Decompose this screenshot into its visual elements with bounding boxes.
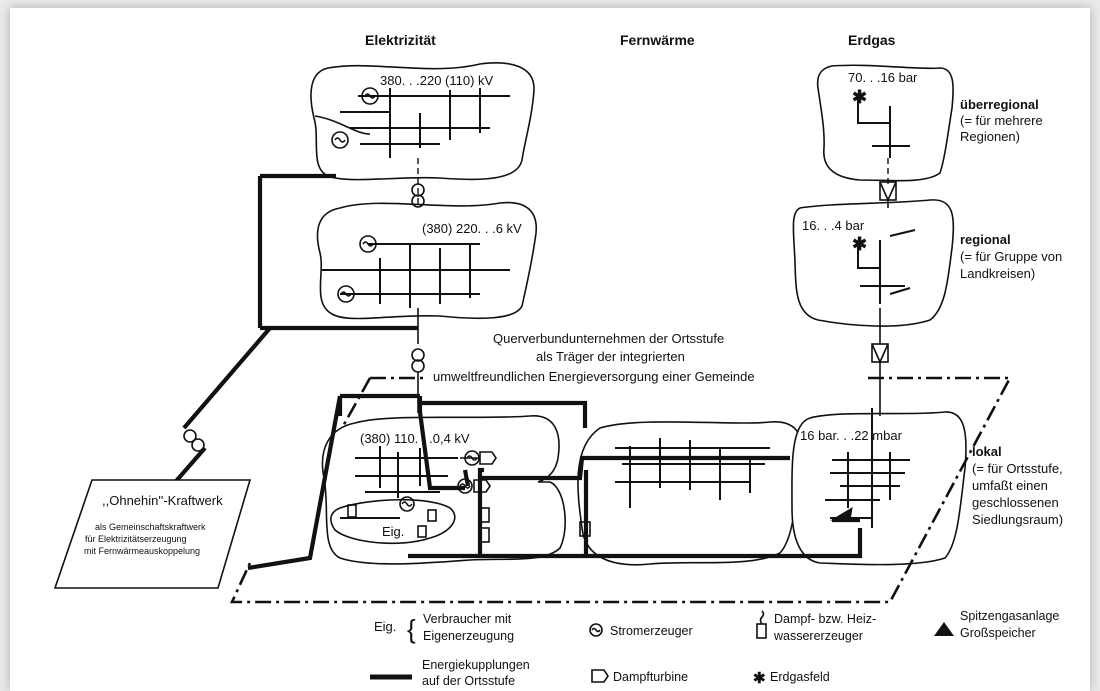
gas-supraregional-region: 70. . .16 bar ✱ [816,64,954,182]
legend-coupling-line-2: auf der Ortsstufe [422,674,515,688]
legend-generator: Stromerzeuger [610,624,693,638]
transformer-icon [183,429,205,452]
legend-peak-line-1: Spitzengasanlage [960,609,1059,623]
meter-icon [871,343,889,364]
legend-eig-abbr: Eig. [374,619,396,634]
legend-steam-line-2: wassererzeuger [773,629,863,643]
legend-peak-line-2: Großspeicher [960,626,1036,640]
pressure-local: 16 bar. . .22 mbar [800,428,903,443]
local-boundary [229,376,1013,604]
steam-turbine-icon [591,669,609,683]
voltage-local: (380) 110. . .0,4 kV [360,431,470,446]
legend-gasfield: Erdgasfeld [770,670,830,684]
meter-icon [879,181,897,202]
generator-icon [361,87,379,105]
district-heat-local-region [577,421,803,566]
gas-regional-region: 16. . .4 bar ✱ [792,199,955,327]
generator-icon [464,450,480,466]
local-eig-label: Eig. [382,524,404,539]
legend-steam-line-1: Dampf- bzw. Heiz- [774,612,876,626]
transformer-icon [411,348,425,373]
legend: Eig. { Verbraucher mit Eigenerzeugung St… [370,609,1059,688]
plant-title: ,,Ohnehin''-Kraftwerk [102,493,223,508]
level-local-note-3: geschlossenen [972,495,1059,510]
electricity-supraregional-region: 380. . .220 (110) kV [310,62,535,181]
voltage-supraregional: 380. . .220 (110) kV [380,73,494,88]
voltage-regional: (380) 220. . .6 kV [422,221,522,236]
diagram-page: Elektrizität Fernwärme Erdgas 380. . .22… [10,8,1090,691]
plant-subtitle-1: als Gemeinschaftskraftwerk [95,522,206,532]
electricity-regional-region: (380) 220. . .6 kV [316,201,538,320]
generator-icon [399,496,415,512]
level-supraregional-title: überregional [960,97,1039,112]
level-local-note-2: umfaßt einen [972,478,1048,493]
caption-line-2: als Träger der integrierten [536,349,685,364]
gasfield-icon: ✱ [753,670,766,687]
level-regional-note-2: Landkreisen) [960,266,1035,281]
caption-line-3: umweltfreundlichen Energieversorgung ein… [433,369,755,384]
steam-generator-icon [756,623,767,639]
legend-turbine: Dampfturbine [613,670,688,684]
caption-line-1: Querverbundunternehmen der Ortsstufe [493,331,724,346]
gasfield-icon: ✱ [852,87,867,107]
legend-coupling-line-1: Energiekupplungen [422,658,530,672]
level-regional-note-1: (= für Gruppe von [960,249,1062,264]
level-local-note-1: (= für Ortsstufe, [972,461,1063,476]
peak-gas-plant-icon [934,622,954,636]
header-natural-gas: Erdgas [848,32,896,48]
pressure-supraregional: 70. . .16 bar [848,70,918,85]
level-supraregional-note-2: Regionen) [960,129,1020,144]
generator-icon [331,131,349,149]
generator-icon [359,235,377,253]
level-local-title: lokal [972,444,1002,459]
header-electricity: Elektrizität [365,32,436,48]
gasfield-icon: ✱ [852,234,867,254]
legend-eig-line-1: Verbraucher mit [423,612,512,626]
plant-subtitle-2: für Elektrizitätserzeugung [85,534,187,544]
gas-local-region: 16 bar. . .22 mbar [791,408,967,566]
generator-icon [589,623,603,637]
level-local-note-4: Siedlungsraum) [972,512,1063,527]
ohnehin-power-plant [53,479,252,589]
legend-brace: { [407,614,416,644]
transformer-icon [411,183,425,208]
pressure-regional: 16. . .4 bar [802,218,865,233]
generator-icon [337,285,355,303]
legend-eig-line-2: Eigenerzeugung [423,629,514,643]
energy-supply-diagram: Elektrizität Fernwärme Erdgas 380. . .22… [53,32,1063,688]
level-regional-title: regional [960,232,1011,247]
header-district-heat: Fernwärme [620,32,695,48]
plant-subtitle-3: mit Fernwärmeauskoppelung [84,546,200,556]
level-supraregional-note-1: (= für mehrere [960,113,1043,128]
